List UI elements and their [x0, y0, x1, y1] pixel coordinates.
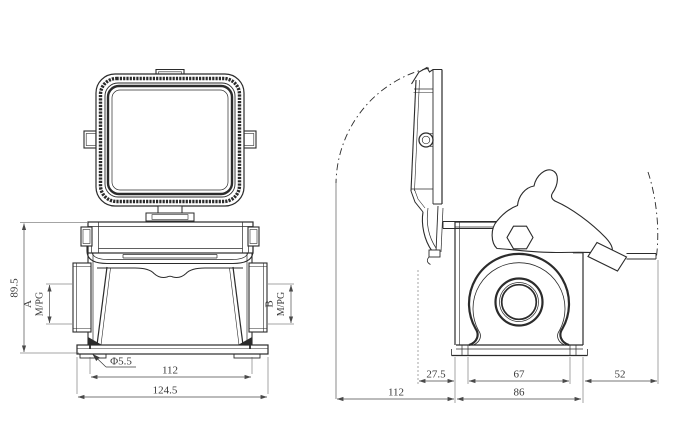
cable-gland-b	[248, 262, 268, 333]
dim-gland-a-letter: A	[22, 300, 34, 308]
dim-gland-b-thread: M/PG	[276, 292, 287, 316]
side-dimensions: 27.5 67 52 112 86	[336, 260, 659, 403]
housing-body	[87, 253, 253, 346]
cover-side	[410, 66, 443, 213]
dim-side-body-depth: 86	[514, 387, 526, 399]
cover-swing-arc	[335, 67, 430, 399]
side-view: 27.5 67 52 112 86	[335, 66, 659, 403]
cover-side-tabs	[83, 130, 257, 149]
dim-side-lever-extension: 52	[615, 369, 626, 381]
locking-lever	[491, 169, 659, 272]
dim-front-height: 89.5	[9, 278, 21, 298]
cable-gland-a	[72, 262, 92, 333]
cover-lid	[95, 73, 245, 207]
hinge-knuckle	[421, 205, 444, 265]
dim-hole-diameter: Φ5.5	[110, 356, 132, 368]
dim-side-hinge-offset: 27.5	[426, 369, 446, 381]
dim-front-hole-spacing: 112	[162, 365, 178, 377]
hex-bolt	[506, 225, 534, 250]
dim-front-flange-width: 124.5	[153, 385, 178, 397]
front-dimensions: 89.5 A M/PG B M/PG Φ5.5 112	[9, 222, 294, 400]
lever-swing-arc	[647, 171, 659, 257]
front-view: 89.5 A M/PG B M/PG Φ5.5 112	[9, 68, 294, 400]
lever-grip	[587, 241, 628, 272]
collar-frame	[87, 221, 254, 254]
dim-gland-b-letter: B	[264, 300, 276, 307]
mounting-flange-side	[451, 344, 588, 357]
dim-side-boss-width: 67	[514, 369, 526, 381]
dim-gland-a-thread: M/PG	[35, 292, 46, 316]
dim-side-depth: 112	[388, 387, 404, 399]
